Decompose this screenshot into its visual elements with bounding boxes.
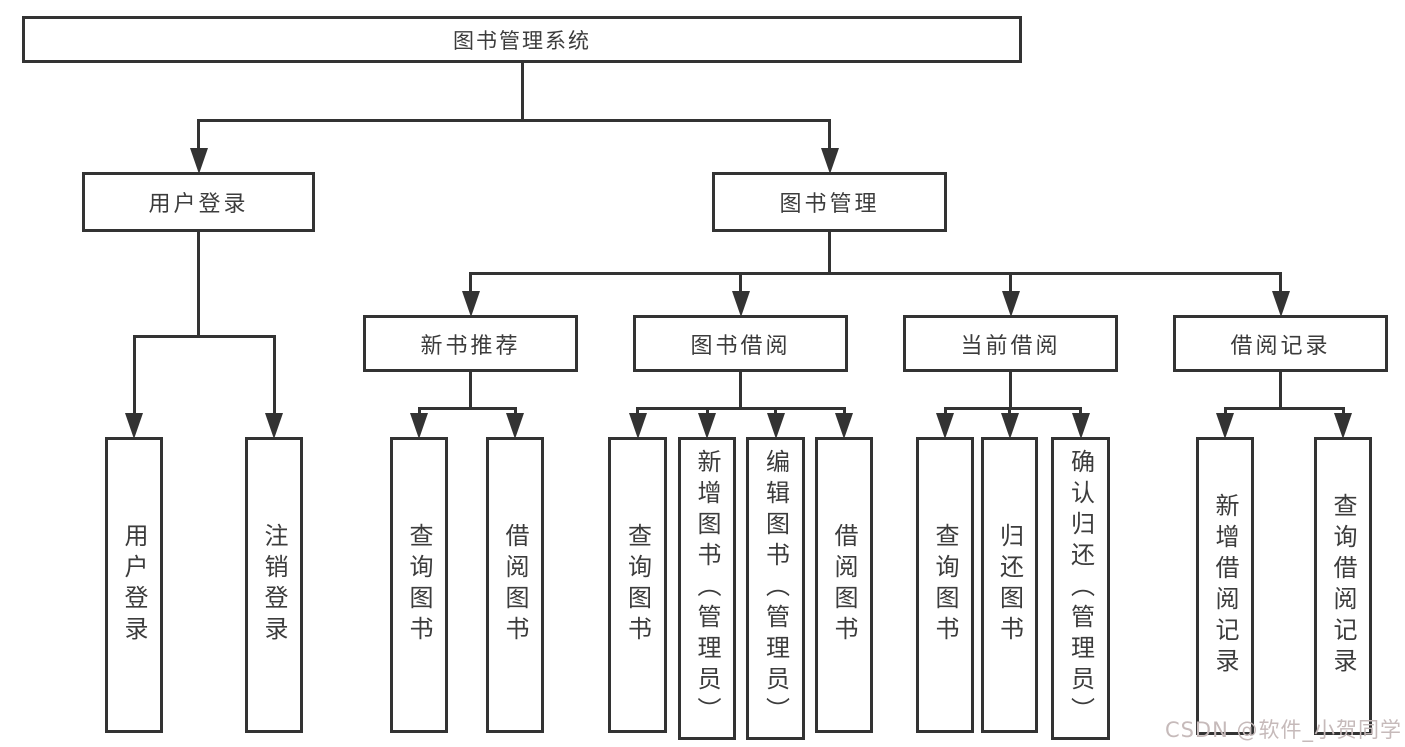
node-logout: 注销登录 — [245, 437, 303, 733]
node-label: 查询借阅记录 — [1329, 493, 1357, 679]
node-label: 借阅记录 — [1230, 333, 1331, 359]
connector-stub — [1009, 372, 1012, 410]
connector-bus — [197, 119, 831, 122]
connector-drop — [774, 407, 777, 417]
arrowhead-down-icon — [936, 413, 954, 439]
node-bb-add: 新增图书（管理员） — [678, 437, 736, 740]
node-root: 图书管理系统 — [22, 16, 1022, 63]
node-label: 新书推荐 — [420, 333, 521, 359]
connector-drop — [705, 407, 709, 417]
arrowhead-down-icon — [698, 413, 716, 439]
connector-drop — [197, 119, 200, 152]
node-label: 查询图书 — [623, 523, 652, 647]
node-cb-return: 归还图书 — [981, 437, 1038, 733]
node-br-query: 查询借阅记录 — [1314, 437, 1372, 735]
arrowhead-down-icon — [1001, 291, 1020, 317]
node-user-login-v: 用户登录 — [105, 437, 163, 733]
connector-stub — [520, 63, 524, 122]
arrowhead-down-icon — [506, 413, 524, 439]
node-label: 归还图书 — [995, 523, 1024, 647]
connector-drop — [1279, 272, 1282, 295]
node-label: 新增图书（管理员） — [693, 449, 721, 728]
node-cb-query: 查询图书 — [916, 437, 974, 733]
watermark: CSDN @软件_小贺同学 — [1164, 718, 1402, 742]
connector-drop — [1008, 407, 1011, 417]
arrowhead-down-icon — [125, 413, 143, 439]
node-bb-edit: 编辑图书（管理员） — [746, 437, 805, 740]
connector-drop — [469, 272, 472, 295]
node-label: 确认归还（管理员） — [1066, 449, 1095, 728]
node-label: 编辑图书（管理员） — [761, 449, 790, 728]
node-bb-borrow: 借阅图书 — [815, 437, 873, 733]
node-label: 图书管理 — [779, 192, 880, 217]
connector-drop — [1079, 407, 1082, 417]
connector-stub — [828, 232, 831, 275]
node-current-borrow: 当前借阅 — [903, 315, 1118, 372]
node-borrow-record: 借阅记录 — [1173, 315, 1388, 372]
connector-drop — [636, 407, 639, 417]
connector-drop — [1341, 407, 1345, 417]
arrowhead-down-icon — [1071, 413, 1090, 439]
connector-bus — [417, 407, 517, 410]
node-label: 借阅图书 — [501, 523, 529, 647]
connector-drop — [1223, 407, 1227, 417]
connector-drop — [513, 407, 517, 417]
connector-drop — [417, 407, 421, 417]
node-user-login: 用户登录 — [82, 172, 315, 232]
arrowhead-down-icon — [820, 148, 839, 174]
node-bb-query: 查询图书 — [608, 437, 667, 733]
node-book-mgmt: 图书管理 — [712, 172, 947, 232]
arrowhead-down-icon — [461, 291, 480, 317]
connector-bus — [943, 407, 1082, 410]
node-label: 查询图书 — [931, 523, 959, 647]
arrowhead-down-icon — [731, 291, 750, 317]
arrowhead-down-icon — [1000, 413, 1019, 439]
arrowhead-down-icon — [189, 148, 208, 174]
node-label: 查询图书 — [405, 523, 433, 647]
connector-drop — [272, 335, 276, 417]
connector-drop — [828, 119, 831, 152]
connector-stub — [739, 372, 742, 410]
connector-drop — [1009, 272, 1012, 295]
connector-bus — [132, 335, 276, 338]
connector-drop — [132, 335, 136, 417]
arrowhead-down-icon — [628, 413, 647, 439]
node-label: 用户登录 — [120, 523, 148, 647]
node-cb-confirm: 确认归还（管理员） — [1051, 437, 1110, 740]
node-nbr-query: 查询图书 — [390, 437, 448, 733]
node-br-add: 新增借阅记录 — [1196, 437, 1254, 735]
node-new-book-rec: 新书推荐 — [363, 315, 578, 372]
connector-stub — [197, 232, 200, 338]
connector-drop — [842, 407, 846, 417]
node-label: 新增借阅记录 — [1211, 493, 1239, 679]
arrowhead-down-icon — [265, 413, 283, 439]
arrowhead-down-icon — [1271, 291, 1290, 317]
arrowhead-down-icon — [835, 413, 853, 439]
arrowhead-down-icon — [766, 413, 785, 439]
connector-bus — [1223, 407, 1345, 410]
node-book-borrow: 图书借阅 — [633, 315, 848, 372]
node-label: 注销登录 — [260, 523, 288, 647]
arrowhead-down-icon — [1334, 413, 1352, 439]
connector-stub — [469, 372, 472, 410]
connector-drop — [739, 272, 742, 295]
connector-bus — [636, 407, 846, 410]
connector-drop — [943, 407, 947, 417]
node-label: 图书管理系统 — [453, 28, 591, 53]
arrowhead-down-icon — [410, 413, 428, 439]
node-label: 用户登录 — [148, 192, 249, 217]
arrowhead-down-icon — [1216, 413, 1234, 439]
connector-bus — [469, 272, 1282, 275]
node-label: 当前借阅 — [960, 333, 1061, 359]
node-label: 图书借阅 — [690, 333, 791, 359]
connector-stub — [1279, 372, 1282, 410]
node-label: 借阅图书 — [830, 523, 858, 647]
node-nbr-borrow: 借阅图书 — [486, 437, 544, 733]
